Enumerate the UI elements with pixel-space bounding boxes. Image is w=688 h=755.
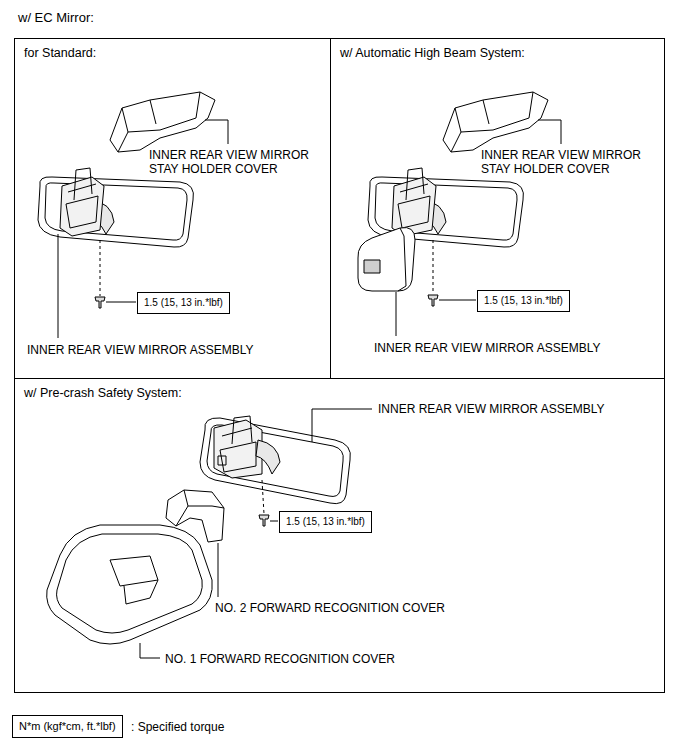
- torque-box: 1.5 (15, 13 in.*lbf): [279, 511, 372, 533]
- part-label: INNER REAR VIEW MIRROR ASSEMBLY: [27, 343, 253, 357]
- screw: [95, 297, 105, 308]
- cover-detail: [110, 556, 158, 604]
- leader-line: [270, 521, 278, 522]
- part-label: NO. 1 FORWARD RECOGNITION COVER: [165, 652, 395, 666]
- mount-detail: [66, 168, 98, 228]
- mirror-body: [200, 418, 350, 504]
- cover-detail: [176, 490, 224, 526]
- part-label: INNER REAR VIEW MIRROR ASSEMBLY: [374, 341, 600, 355]
- part-label: NO. 2 FORWARD RECOGNITION COVER: [215, 601, 445, 615]
- leader-line: [218, 543, 219, 597]
- mount-detail: [220, 416, 256, 472]
- screw-path: [433, 240, 434, 293]
- leader-line: [205, 120, 228, 144]
- leader-line: [396, 292, 397, 336]
- panel-heading: w/ Pre-crash Safety System:: [24, 386, 182, 400]
- mirror-stem: [256, 440, 280, 474]
- torque-value: 1.5 (15, 13 in.*lbf): [484, 295, 563, 307]
- torque-value: 1.5 (15, 13 in.*lbf): [286, 516, 365, 528]
- stay-holder-cover: [443, 92, 548, 152]
- legend-text: : Specified torque: [131, 720, 224, 734]
- leader-line: [140, 643, 160, 658]
- legend-torque-box: N*m (kgf*cm, ft.*lbf): [12, 715, 123, 738]
- screw-path: [262, 480, 264, 514]
- leader-line: [538, 120, 561, 144]
- stay-holder-cover: [110, 92, 215, 152]
- torque-value: N*m (kgf*cm, ft.*lbf): [19, 720, 116, 733]
- camera-housing: [358, 228, 415, 292]
- leader-line: [58, 234, 59, 338]
- cover-detail: [57, 534, 203, 633]
- torque-box: 1.5 (15, 13 in.*lbf): [477, 290, 570, 312]
- torque-value: 1.5 (15, 13 in.*lbf): [144, 297, 223, 309]
- panel-heading: w/ Automatic High Beam System:: [340, 46, 525, 60]
- leader-line: [439, 300, 476, 301]
- panel-heading: for Standard:: [24, 46, 96, 60]
- leader-line: [312, 409, 372, 442]
- part-label: INNER REAR VIEW MIRROR ASSEMBLY: [378, 402, 604, 416]
- part-label: INNER REAR VIEW MIRROR STAY HOLDER COVER: [149, 148, 334, 176]
- variant-panel: for Standard: 1.5 (15, 13 in.*lbf): [14, 38, 331, 379]
- diagram-title: w/ EC Mirror:: [18, 11, 94, 25]
- screw: [259, 515, 269, 526]
- variant-panel: w/ Automatic High Beam System: 1.5 (15, 1…: [330, 38, 665, 379]
- camera-lens: [364, 260, 380, 273]
- cover-detail: [118, 92, 200, 152]
- mount-detail: [398, 168, 430, 228]
- screw-path: [100, 240, 101, 296]
- no1-forward-recognition-cover: [47, 525, 213, 644]
- camera-edge: [398, 228, 406, 291]
- leader-line: [106, 302, 136, 303]
- torque-box: 1.5 (15, 13 in.*lbf): [137, 292, 230, 314]
- mirror-body: [38, 177, 193, 247]
- screw: [428, 295, 438, 306]
- cover-detail: [451, 92, 533, 152]
- part-label: INNER REAR VIEW MIRROR STAY HOLDER COVER: [481, 148, 666, 176]
- variant-panel: w/ Pre-crash Safety System: 1.5 (15, 13 i…: [14, 378, 665, 693]
- mirror-detail: [218, 456, 226, 465]
